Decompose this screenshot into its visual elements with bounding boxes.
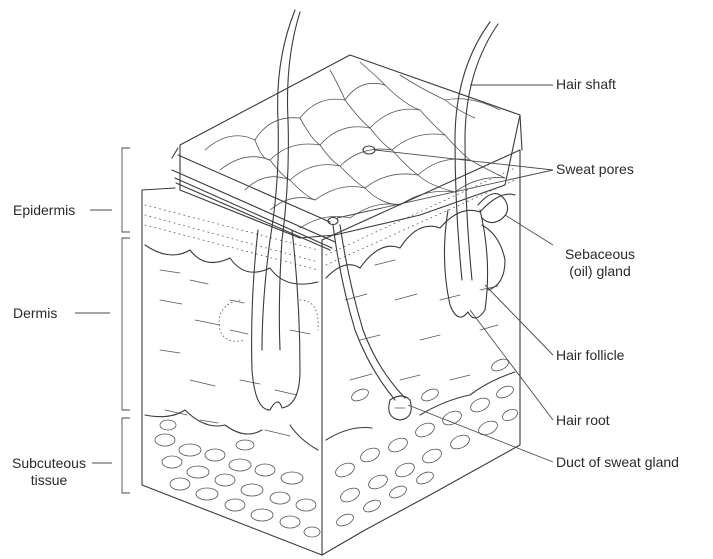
label-sebaceous-line2: (oil) gland <box>550 263 650 280</box>
label-subcut-line1: Subcuteous <box>6 455 92 472</box>
label-subcutaneous-tissue: Subcuteous tissue <box>6 455 92 489</box>
label-dermis: Dermis <box>13 305 57 322</box>
bracket-epidermis <box>122 148 130 232</box>
leader-hair-follicle <box>485 285 553 355</box>
label-duct-of-sweat-gland: Duct of sweat gland <box>556 454 679 471</box>
label-hair-follicle: Hair follicle <box>556 347 624 364</box>
leader-duct <box>408 405 553 462</box>
label-subcut-line2: tissue <box>6 472 92 489</box>
leader-lines <box>75 85 553 493</box>
label-sebaceous-gland: Sebaceous (oil) gland <box>550 246 650 280</box>
bracket-dermis <box>122 238 130 410</box>
label-sebaceous-line1: Sebaceous <box>550 246 650 263</box>
leader-hair-root <box>470 310 553 420</box>
label-hair-shaft: Hair shaft <box>556 76 616 93</box>
fat-cells <box>155 357 519 537</box>
label-hair-root: Hair root <box>556 412 610 429</box>
skin-block-sides <box>142 115 522 555</box>
bracket-subcut <box>122 418 130 493</box>
label-epidermis: Epidermis <box>13 202 75 219</box>
leader-sebaceous <box>505 215 553 245</box>
label-sweat-pores: Sweat pores <box>556 161 634 178</box>
